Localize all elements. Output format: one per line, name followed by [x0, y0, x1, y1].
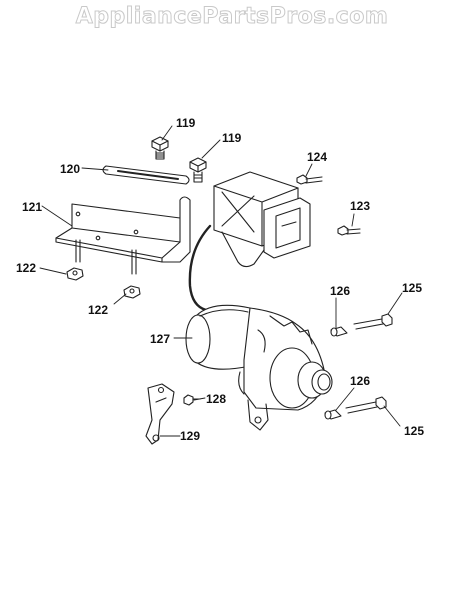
callout-126-upper: 126 [330, 284, 351, 298]
part-125-bolt-upper[interactable] [353, 313, 393, 330]
callout-121: 121 [22, 200, 43, 214]
starter-cable [188, 224, 212, 312]
part-125-bolt-lower[interactable] [345, 396, 387, 414]
callout-124: 124 [307, 150, 328, 164]
part-128-screw[interactable] [183, 394, 201, 406]
part-129-brush-bracket[interactable] [145, 383, 175, 445]
part-126-spacer-upper[interactable] [330, 326, 348, 337]
callout-125-lower: 125 [404, 424, 425, 438]
callout-125-upper: 125 [402, 281, 423, 295]
callout-119-upper: 119 [176, 116, 196, 130]
part-120-strap[interactable] [102, 165, 190, 185]
callout-123: 123 [350, 199, 371, 213]
part-123-screw[interactable] [337, 225, 361, 236]
part-126-spacer-lower[interactable] [324, 409, 342, 420]
part-124-screw[interactable] [296, 174, 323, 185]
callout-122-lower: 122 [88, 303, 109, 317]
callout-119-lower: 119 [222, 131, 242, 145]
solenoid-housing [213, 171, 311, 268]
callout-120: 120 [60, 162, 81, 176]
callout-129: 129 [180, 429, 201, 443]
part-127-starter-motor[interactable] [185, 304, 333, 431]
part-119-bolt-left[interactable] [151, 136, 169, 160]
callout-leader-lines [39, 125, 403, 437]
part-122-nut-right[interactable] [123, 285, 141, 299]
part-119-bolt-right[interactable] [189, 157, 207, 183]
callout-128: 128 [206, 392, 227, 406]
watermark-logo: AppliancePartsPros.com [75, 4, 389, 30]
callout-126-lower: 126 [350, 374, 371, 388]
part-121-mounting-bracket[interactable] [55, 196, 191, 275]
callout-127: 127 [150, 332, 171, 346]
part-122-nut-left[interactable] [66, 267, 84, 281]
callout-122-left: 122 [16, 261, 37, 275]
